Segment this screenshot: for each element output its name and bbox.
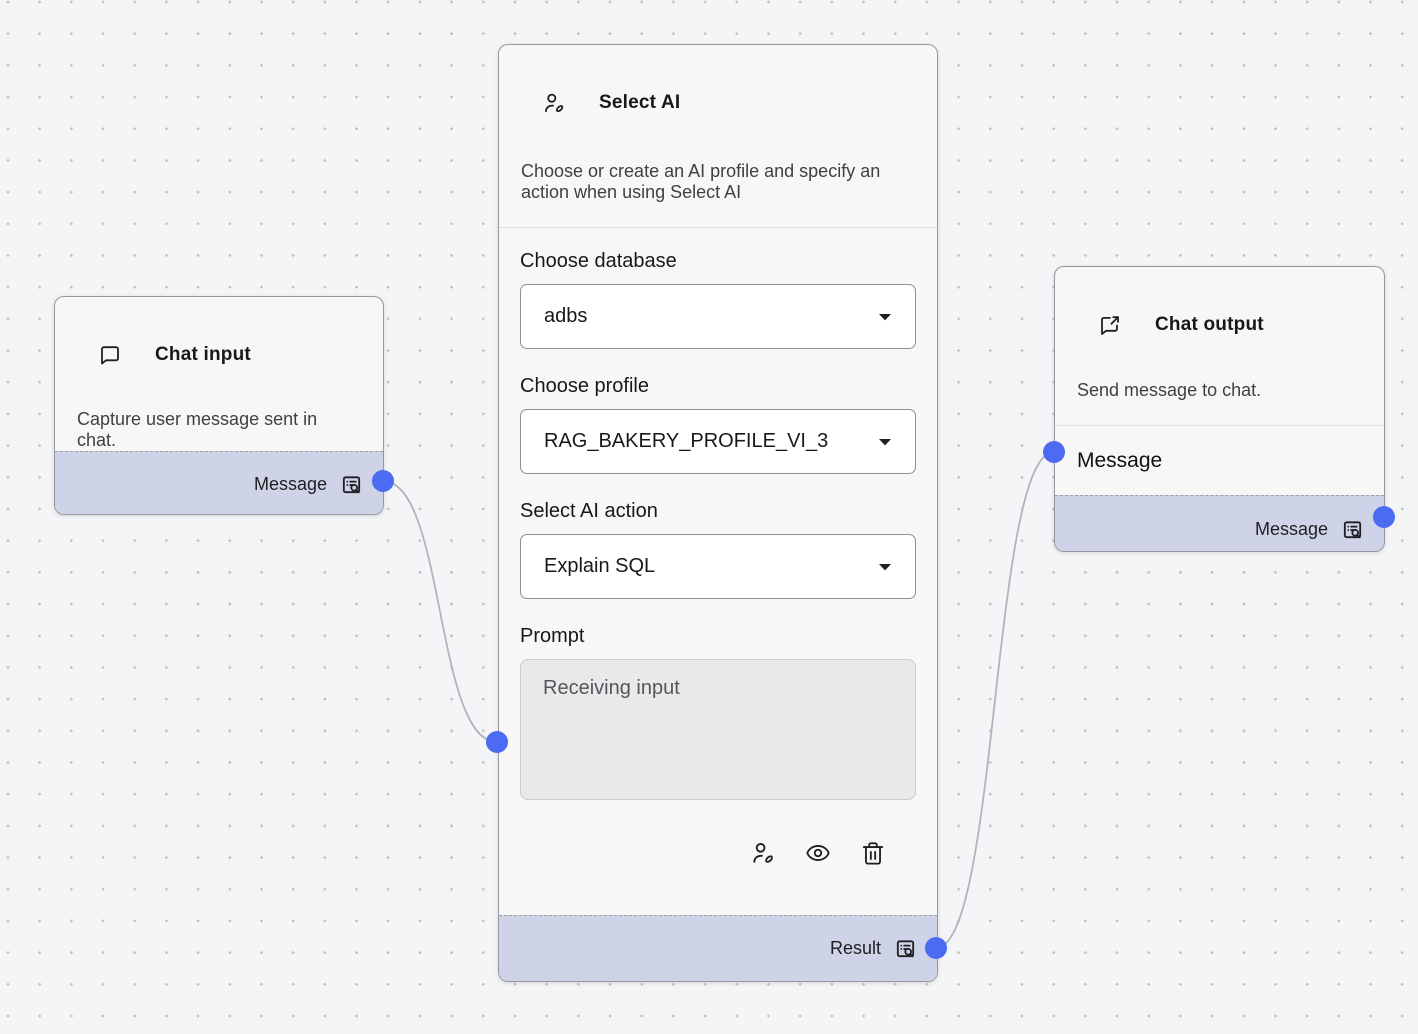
chat-input-header: Chat input [55, 297, 383, 367]
chevron-down-icon [879, 313, 891, 320]
chat-output-header: Chat output [1055, 267, 1384, 337]
select-ai-input-port[interactable] [486, 731, 508, 753]
profile-select[interactable]: RAG_BAKERY_PROFILE_VI_3 [520, 409, 916, 474]
select-ai-output-row[interactable]: Result [499, 915, 937, 981]
action-label: Select AI action [520, 500, 658, 522]
chat-output-output-row[interactable]: Message [1055, 495, 1384, 551]
node-actions-row [520, 840, 916, 866]
output-port-label: Message [253, 474, 327, 494]
chat-input-message-output-port[interactable] [372, 470, 394, 492]
prompt-input[interactable] [520, 659, 916, 800]
header-divider [1055, 425, 1384, 426]
chat-output-message-input-port[interactable] [1043, 441, 1065, 463]
chat-input-node[interactable]: Chat input Capture user message sent in … [54, 296, 384, 515]
database-select[interactable]: adbs [520, 284, 916, 349]
user-pen-icon [542, 91, 566, 115]
select-ai-result-output-port[interactable] [925, 937, 947, 959]
node-description: Choose or create an AI profile and speci… [521, 161, 881, 202]
header-divider [499, 227, 937, 228]
database-label: Choose database [520, 250, 677, 272]
node-description: Capture user message sent in chat. [77, 409, 318, 450]
chat-bubble-icon [98, 343, 122, 367]
select-ai-node[interactable]: Select AI Choose or create an AI profile… [498, 44, 938, 982]
output-port-label: Result [829, 938, 881, 958]
profile-label: Choose profile [520, 375, 649, 397]
action-select[interactable]: Explain SQL [520, 534, 916, 599]
node-title: Chat input [155, 344, 251, 365]
select-ai-header: Select AI [499, 45, 937, 115]
edge-chat-input-to-select-ai[interactable] [382, 480, 498, 743]
chat-share-icon [1098, 313, 1122, 337]
list-search-icon [1341, 518, 1364, 541]
prompt-label: Prompt [520, 625, 585, 647]
output-port-label: Message [1254, 519, 1328, 539]
user-pen-button[interactable] [750, 840, 776, 866]
profile-select-value: RAG_BAKERY_PROFILE_VI_3 [544, 430, 829, 452]
node-title: Chat output [1155, 314, 1264, 335]
chat-output-input-row[interactable]: Message [1055, 426, 1384, 495]
action-select-value: Explain SQL [544, 555, 656, 577]
chevron-down-icon [879, 438, 891, 445]
chevron-down-icon [879, 563, 891, 570]
edge-select-ai-to-chat-output[interactable] [935, 451, 1055, 949]
trash-icon-button[interactable] [860, 840, 886, 866]
node-description: Send message to chat. [1077, 380, 1262, 400]
select-ai-body: Choose database adbs Choose profile RAG_… [499, 228, 937, 866]
chat-input-output-row[interactable]: Message [55, 451, 383, 514]
eye-icon-button[interactable] [805, 840, 831, 866]
chat-output-node[interactable]: Chat output Send message to chat. Messag… [1054, 266, 1385, 552]
list-search-icon [340, 473, 363, 496]
database-select-value: adbs [544, 305, 588, 327]
input-port-label: Message [1077, 448, 1163, 472]
chat-output-message-output-port[interactable] [1373, 506, 1395, 528]
list-search-icon [894, 937, 917, 960]
node-title: Select AI [599, 92, 681, 113]
